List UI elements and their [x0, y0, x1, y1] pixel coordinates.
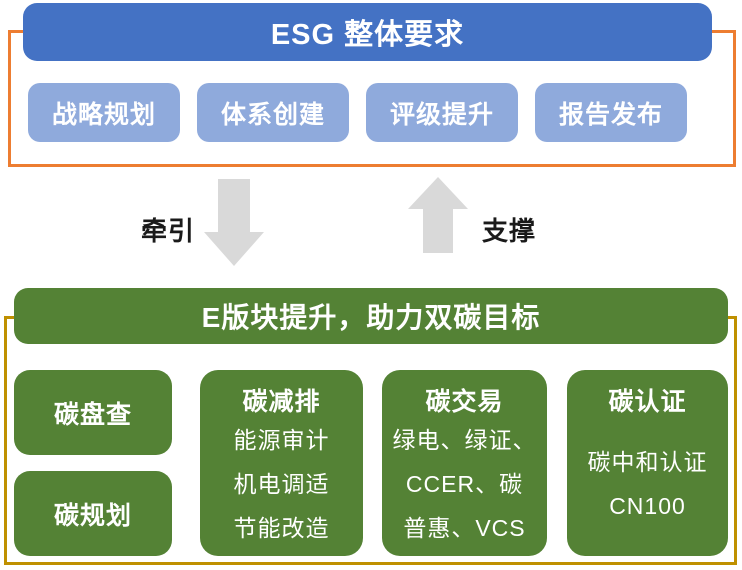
box-title: 碳认证	[608, 388, 687, 416]
box-title: 碳减排	[242, 388, 321, 416]
box-carbon-inventory: 碳盘查	[14, 370, 172, 455]
box-line: CCER、碳	[405, 471, 524, 497]
box-title: 碳交易	[425, 388, 504, 416]
box-line: 机电调适	[233, 471, 330, 497]
top-header-label: ESG 整体要求	[270, 19, 465, 51]
box-lines: 能源审计 机电调适 节能改造	[234, 418, 330, 556]
box-line: 节能改造	[233, 515, 330, 541]
down-arrow-icon	[204, 179, 264, 266]
box-carbon-certification: 碳认证 碳中和认证 CN100	[567, 370, 728, 556]
top-item-rating-improvement: 评级提升	[366, 83, 518, 142]
bottom-header-bar: E版块提升，助力双碳目标	[14, 288, 728, 344]
top-item-system-creation: 体系创建	[197, 83, 349, 142]
box-line: 碳中和认证	[587, 449, 708, 475]
box-line: 绿电、绿证、	[392, 427, 537, 453]
top-item-report-release: 报告发布	[535, 83, 687, 142]
box-line: CN100	[609, 493, 686, 519]
box-title: 碳规划	[53, 501, 132, 530]
box-carbon-reduction: 碳减排 能源审计 机电调适 节能改造	[200, 370, 363, 556]
box-line: 能源审计	[233, 427, 330, 453]
box-title: 碳盘查	[53, 400, 132, 429]
box-carbon-planning: 碳规划	[14, 471, 172, 556]
bottom-header-label: E版块提升，助力双碳目标	[201, 302, 541, 333]
top-header-bar: ESG 整体要求	[23, 3, 712, 61]
box-carbon-trading: 碳交易 绿电、绿证、 CCER、碳 普惠、VCS	[382, 370, 547, 556]
box-lines: 碳中和认证 CN100	[588, 418, 708, 556]
down-arrow-label: 牵引	[141, 216, 196, 246]
up-arrow-label: 支撑	[482, 216, 537, 246]
box-line: 普惠、VCS	[403, 515, 526, 541]
top-item-strategic-planning: 战略规划	[28, 83, 180, 142]
up-arrow-icon	[408, 177, 468, 253]
box-lines: 绿电、绿证、 CCER、碳 普惠、VCS	[393, 418, 537, 556]
